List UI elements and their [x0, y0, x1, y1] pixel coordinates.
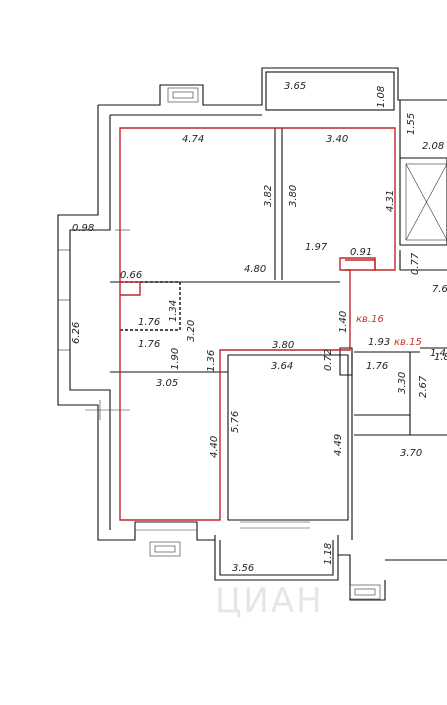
apartment-16-outline — [119, 127, 396, 521]
dim-label: 1.40 — [338, 311, 349, 333]
dim-label: 1.97 — [305, 242, 328, 253]
shaft-notch — [120, 281, 141, 296]
dim-label: 3.80 — [272, 340, 294, 351]
dim-label: 1.76 — [366, 361, 388, 372]
dim-label: 3.65 — [284, 81, 306, 92]
dim-label: 4.31 — [385, 190, 396, 212]
apartment-15-label: кв.15 — [394, 337, 422, 348]
dim-label: 4.49 — [333, 434, 344, 456]
dim-label: 3.40 — [326, 134, 348, 145]
dim-label: 1.8 — [434, 352, 447, 363]
dim-label: 1.76 — [138, 339, 160, 350]
balconies — [58, 71, 395, 600]
dim-label: 4.80 — [244, 264, 266, 275]
dimension-labels: 3.65 1.08 1.55 2.08 4.74 3.40 3.82 3.80 … — [71, 81, 447, 574]
dim-label: 1.36 — [206, 350, 217, 372]
dim-label: 2.67 — [418, 375, 429, 398]
dim-label: 1.76 — [138, 317, 160, 328]
dim-label: 3.64 — [271, 361, 293, 372]
bathroom-outline — [120, 281, 181, 331]
dim-label: 6.26 — [71, 322, 82, 344]
dim-label: 1.90 — [170, 348, 181, 370]
interior-walls — [85, 100, 447, 540]
apartment-16-label: кв.16 — [356, 314, 384, 325]
dim-label: 3.30 — [397, 372, 408, 394]
outer-walls — [57, 67, 447, 601]
dim-label: 4.40 — [209, 436, 220, 458]
dim-label: 5.76 — [230, 411, 241, 433]
dim-label: 0.98 — [72, 223, 94, 234]
dim-label: 1.93 — [368, 337, 390, 348]
dim-label: 3.82 — [263, 185, 274, 207]
dim-label: 3.80 — [288, 185, 299, 207]
dim-label: 3.05 — [156, 378, 178, 389]
dim-label: 2.08 — [422, 141, 444, 152]
dim-label: 7.6 — [432, 284, 447, 295]
dim-label: 0.91 — [350, 247, 372, 258]
dim-label: 1.55 — [406, 113, 417, 135]
dim-label: 3.56 — [232, 563, 254, 574]
dim-label: 1.08 — [376, 86, 387, 108]
dim-label: 0.66 — [120, 270, 142, 281]
dim-label: 1.4 — [430, 348, 446, 359]
dim-label: 4.74 — [182, 134, 204, 145]
dim-label: 1.18 — [323, 543, 334, 565]
watermark: ЦИАН — [215, 581, 324, 621]
dim-label: 1.34 — [168, 300, 179, 322]
dim-label: 0.77 — [410, 252, 421, 275]
apartment-16-notch — [345, 259, 376, 271]
dim-label: 3.70 — [400, 448, 422, 459]
dim-label: 3.20 — [186, 320, 197, 342]
dim-label: 0.72 — [323, 349, 334, 371]
